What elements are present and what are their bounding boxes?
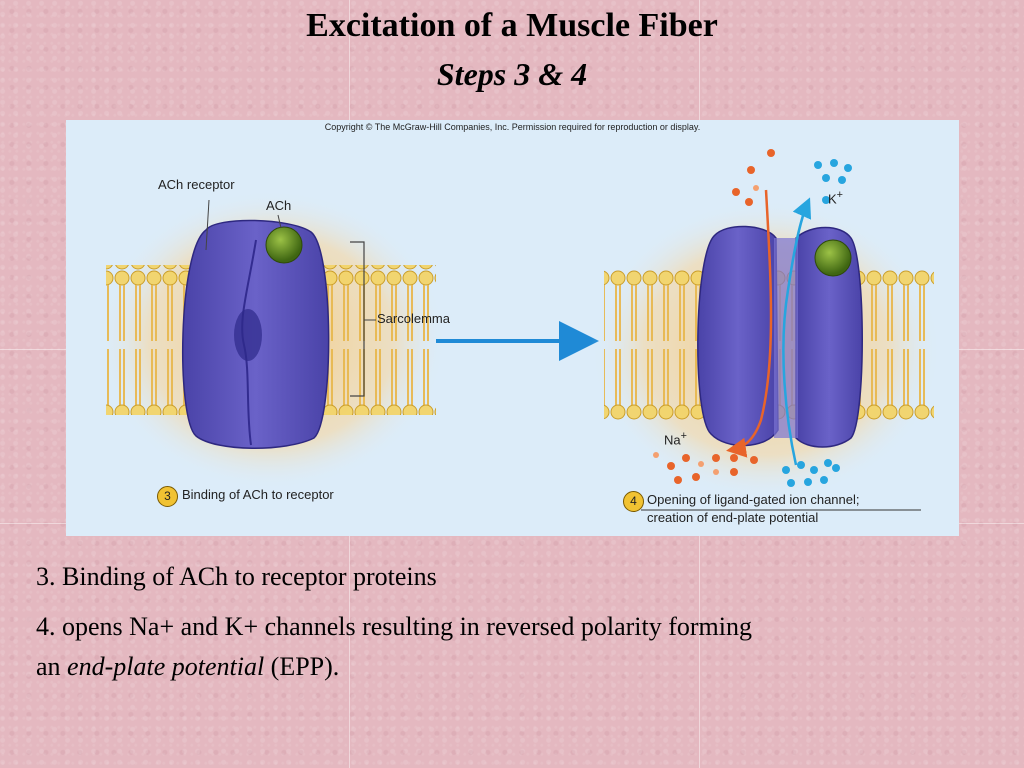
figure-drawing xyxy=(96,149,941,511)
label-k-ion: K+ xyxy=(828,189,843,207)
na-ions xyxy=(653,149,775,484)
step3-description: 3. Binding of ACh to receptor proteins xyxy=(36,562,437,591)
label-ach-receptor: ACh receptor xyxy=(158,177,235,192)
right-membrane-panel xyxy=(591,189,941,500)
muscle-fiber-figure: Copyright © The McGraw-Hill Companies, I… xyxy=(66,120,959,536)
step4-number-badge: 4 xyxy=(623,491,644,512)
step4-description-line1: 4. opens Na+ and K+ channels resulting i… xyxy=(36,612,752,641)
slide-subtitle: Steps 3 & 4 xyxy=(436,56,588,92)
k-efflux-arrow xyxy=(782,197,812,466)
slide-title: Excitation of a Muscle Fiber xyxy=(306,7,718,44)
ach-molecule xyxy=(814,239,852,277)
step4-description-line2: an end-plate potential (EPP). xyxy=(36,652,340,681)
step4-caption-line2: creation of end-plate potential xyxy=(647,510,819,525)
ach-molecule xyxy=(265,226,303,264)
label-sarcolemma: Sarcolemma xyxy=(377,311,450,326)
k-ions xyxy=(782,159,852,487)
ach-receptor-leader xyxy=(205,199,210,251)
step3-caption: Binding of ACh to receptor xyxy=(182,487,334,502)
ach-leader xyxy=(277,214,282,229)
na-influx-arrow xyxy=(726,189,773,458)
step4-caption-line1: Opening of ligand-gated ion channel; xyxy=(647,492,860,507)
copyright-notice: Copyright © The McGraw-Hill Companies, I… xyxy=(324,122,701,132)
ach-receptor-open-left xyxy=(697,225,779,447)
receptor-pore xyxy=(234,309,262,361)
ach-receptor-open-right xyxy=(795,226,863,448)
step3-number-badge: 3 xyxy=(157,486,178,507)
epp-term: end-plate potential xyxy=(67,652,265,681)
sarcolemma-bracket xyxy=(350,241,365,397)
label-ach: ACh xyxy=(266,198,292,213)
label-na-ion: Na+ xyxy=(664,430,687,448)
left-membrane-panel xyxy=(96,190,446,490)
